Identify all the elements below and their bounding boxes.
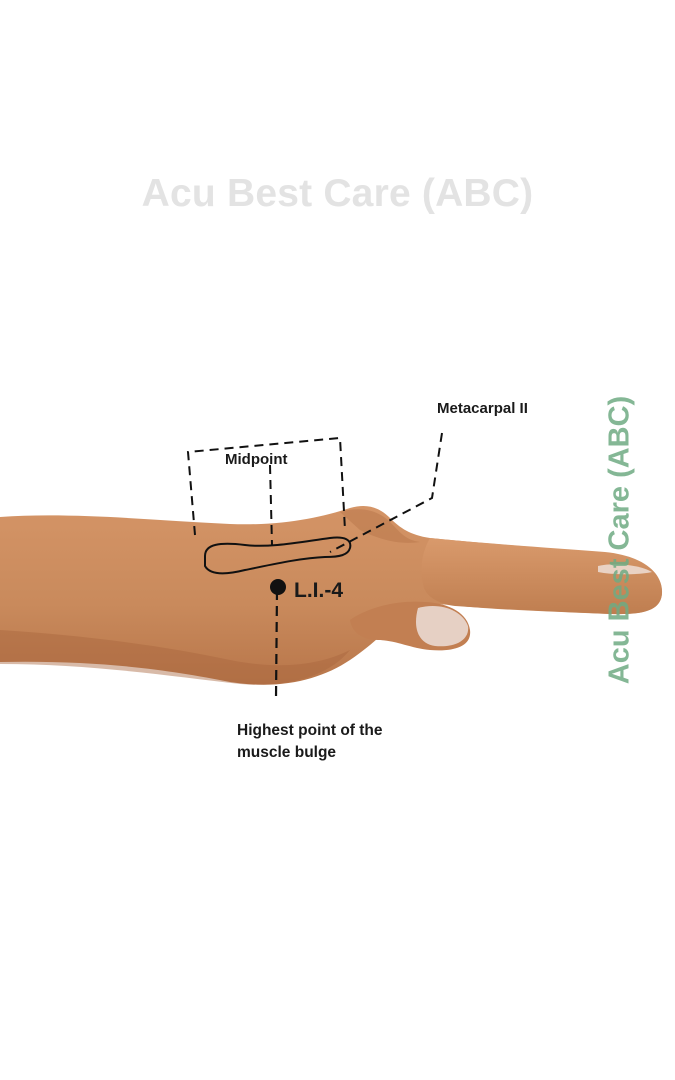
highest-point-label: Highest point of the muscle bulge bbox=[237, 722, 383, 761]
palm-shading bbox=[0, 630, 350, 685]
metacarpal-outline bbox=[204, 536, 352, 575]
acupoint-dot bbox=[270, 579, 286, 595]
index-finger bbox=[421, 538, 663, 615]
acupoint-label: L.I.-4 bbox=[294, 579, 344, 602]
highest-point-leader bbox=[274, 589, 279, 699]
metacarpal-label: Metacarpal II bbox=[437, 400, 528, 417]
watermark-side: Acu Best Care (ABC) bbox=[603, 395, 636, 685]
watermark-top: Acu Best Care (ABC) bbox=[141, 172, 534, 215]
index-nail bbox=[598, 564, 652, 575]
metacarpal-leader bbox=[329, 432, 443, 553]
midpoint-dashed-line bbox=[269, 464, 273, 546]
midpoint-label: Midpoint bbox=[225, 451, 288, 468]
thumb-nail bbox=[415, 606, 469, 647]
